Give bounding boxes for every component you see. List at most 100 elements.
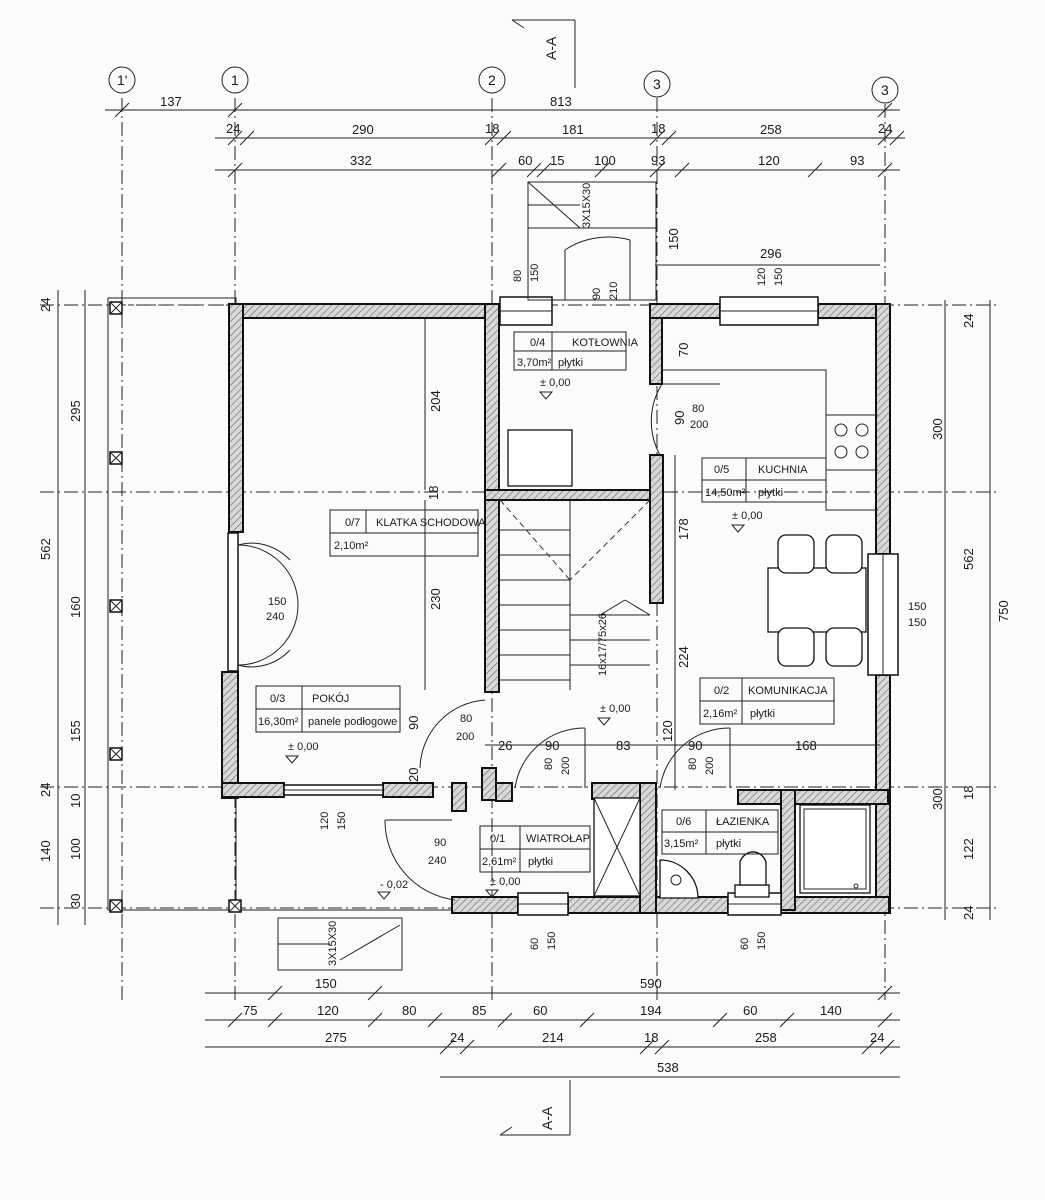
dim-224: 224: [676, 646, 691, 668]
dim-bottom-590: 590: [640, 976, 662, 991]
room-floor: panele podłogowe: [308, 716, 397, 728]
room-area: 14,50m²: [705, 487, 746, 499]
opening-kuch-w2: 150: [773, 268, 785, 286]
dim-bottom-194: 194: [640, 1003, 662, 1018]
dim-178: 178: [676, 518, 691, 540]
room-floor: płytki: [558, 357, 583, 369]
dim-left-155: 155: [68, 720, 83, 742]
opening-laz-d2: 200: [704, 757, 716, 775]
dim-296: 296: [760, 246, 782, 261]
dim-left-295: 295: [68, 400, 83, 422]
dim-right-300b: 300: [930, 788, 945, 810]
dining-table: [767, 534, 867, 667]
dim-top-137: 137: [160, 94, 182, 109]
room-floor: płytki: [758, 487, 783, 499]
exterior-level: - 0,02: [380, 879, 408, 891]
room-number: 0/2: [714, 685, 729, 697]
dim-top-15: 15: [550, 153, 564, 168]
dim-top-332: 332: [350, 153, 372, 168]
opening-main-2: 240: [428, 855, 446, 867]
room-klatka: 0/7 KLATKA SCHODOWA 2,10m²: [329, 509, 486, 557]
opening-kuch-d2: 200: [690, 419, 708, 431]
opening-kotl-d2: 210: [608, 282, 620, 300]
opening-east-1: 150: [908, 601, 926, 613]
room-level: ± 0,00: [490, 876, 521, 888]
wardrobe-icon: [593, 797, 641, 897]
dim-70: 70: [676, 343, 691, 357]
dim-90b: 90: [688, 738, 702, 753]
sink-icon: [659, 859, 699, 899]
stairs-south-label: 3X15X30: [327, 921, 339, 966]
dim-right-750: 750: [996, 600, 1011, 622]
dim-top-24a: 24: [226, 121, 240, 136]
room-lazienka: 0/6 ŁAZIENKA 3,15m² płytki: [661, 809, 779, 855]
walls: [221, 303, 891, 914]
dim-right-24a: 24: [961, 314, 976, 328]
dim-20-vert: 20: [406, 768, 421, 782]
room-number: 0/6: [676, 816, 691, 828]
shower-icon: [799, 804, 871, 894]
dim-bottom-214: 214: [542, 1030, 564, 1045]
dim-bottom-85: 85: [472, 1003, 486, 1018]
stairs-north: 3X15X30: [527, 181, 657, 301]
dimension-lines: [57, 102, 991, 1078]
room-area: 2,61m²: [482, 856, 517, 868]
dim-bottom-140: 140: [820, 1003, 842, 1018]
dim-top-100: 100: [594, 153, 616, 168]
opening-laz-d1: 80: [687, 758, 699, 770]
dim-left-100: 100: [68, 838, 83, 860]
level-markers: [284, 391, 746, 900]
dim-204: 204: [428, 390, 443, 412]
room-number: 0/4: [530, 337, 545, 349]
dim-120-vert: 120: [660, 720, 675, 742]
dim-18-inner: 18: [426, 486, 441, 500]
opening-kotl-d1: 90: [591, 288, 603, 300]
opening-pok-s2: 150: [336, 812, 348, 830]
dim-right-24b: 24: [961, 906, 976, 920]
stairs-north-label: 3X15X30: [581, 183, 593, 228]
opening-pok-s1: 120: [319, 812, 331, 830]
room-floor: płytki: [528, 856, 553, 868]
dim-90-kotl: 90: [672, 411, 687, 425]
toilet-icon: [734, 851, 770, 898]
room-level: ± 0,00: [600, 703, 631, 715]
axis-label-1: 1: [231, 72, 239, 88]
dim-bottom-275: 275: [325, 1030, 347, 1045]
room-name: KLATKA SCHODOWA: [376, 517, 486, 529]
room-name: ŁAZIENKA: [716, 816, 770, 828]
doors: [237, 236, 731, 901]
opening-kotl-w1: 80: [512, 270, 524, 282]
room-kuchnia: 0/5 KUCHNIA 14,50m² płytki ± 0,00: [701, 457, 827, 522]
dim-bottom-60b: 60: [743, 1003, 757, 1018]
dim-150-vert: 150: [666, 228, 681, 250]
room-wiatrolap: 0/1 WIATROŁAP 2,61m² płytki ± 0,00: [479, 825, 591, 888]
dim-right-300a: 300: [930, 418, 945, 440]
kitchen-counter: [662, 369, 878, 511]
dim-left-140: 140: [38, 840, 53, 862]
opening-pok-w1: 150: [268, 596, 286, 608]
dim-top-60: 60: [518, 153, 532, 168]
opening-pok-w2: 240: [266, 611, 284, 623]
axis-label-2: 2: [488, 72, 496, 88]
dim-83: 83: [616, 738, 630, 753]
dim-top-120: 120: [758, 153, 780, 168]
room-area: 2,16m²: [703, 708, 738, 720]
dim-top-181: 181: [562, 122, 584, 137]
room-name: KOMUNIKACJA: [748, 685, 828, 697]
boiler-icon: [507, 429, 573, 487]
room-floor: płytki: [750, 708, 775, 720]
dim-bottom-150: 150: [315, 976, 337, 991]
room-number: 0/5: [714, 464, 729, 476]
opening-wiatr-w2: 150: [546, 932, 558, 950]
opening-main-1: 90: [434, 837, 446, 849]
room-pokoj: 0/3 POKÓJ 16,30m² panele podłogowe ± 0,0…: [255, 685, 401, 753]
dim-26: 26: [498, 738, 512, 753]
dim-top-258: 258: [760, 122, 782, 137]
dim-90-vert: 90: [406, 716, 421, 730]
room-level: ± 0,00: [732, 510, 763, 522]
stairs-main: 16x17/75x26: [499, 499, 651, 690]
room-name: WIATROŁAP: [526, 833, 590, 845]
dim-left-562: 562: [38, 538, 53, 560]
dim-bottom-24a: 24: [450, 1030, 464, 1045]
dim-230: 230: [428, 588, 443, 610]
